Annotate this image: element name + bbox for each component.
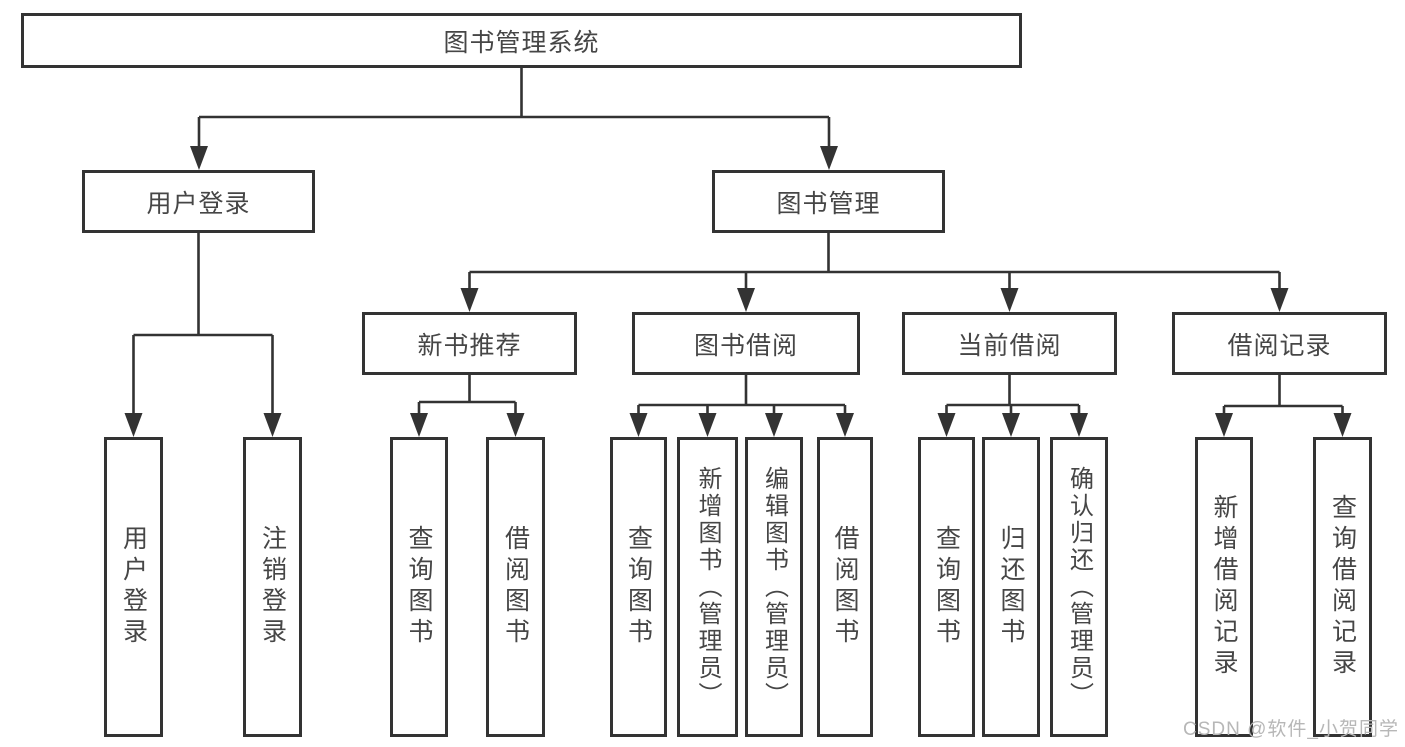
leaf-query-borrow-record: 查询借阅记录	[1313, 437, 1372, 737]
leaf-label: 用户登录	[119, 525, 148, 649]
arrowhead-borrow-books-2	[836, 413, 854, 437]
leaf-label: 注销登录	[258, 525, 287, 649]
leaf-label: 新增图书（管理员）	[694, 465, 721, 709]
node-label: 图书借阅	[693, 331, 798, 360]
leaf-query-books-recommend: 查询图书	[390, 437, 448, 737]
connector-line	[468, 233, 1281, 292]
arrowhead-add-borrow-record	[1215, 413, 1233, 437]
node-root-system: 图书管理系统	[21, 13, 1022, 68]
leaf-label: 借阅图书	[831, 525, 859, 649]
leaf-label: 归还图书	[997, 525, 1025, 649]
arrowhead-user-login-branch	[190, 146, 208, 170]
node-current-borrow: 当前借阅	[902, 312, 1117, 375]
leaf-return-books: 归还图书	[982, 437, 1040, 737]
csdn-watermark: CSDN @软件_小贺同学	[1183, 719, 1399, 740]
leaf-borrow-books: 借阅图书	[817, 437, 873, 737]
arrowhead-query-books-3	[937, 413, 956, 437]
arrowhead-borrow-records	[1270, 288, 1289, 312]
leaf-confirm-return-admin: 确认归还（管理员）	[1050, 437, 1108, 737]
node-user-login: 用户登录	[82, 170, 315, 233]
arrowhead-borrow-books-1	[506, 413, 525, 437]
connector-line	[417, 375, 517, 416]
node-book-management: 图书管理	[712, 170, 945, 233]
connector-book-management-to-level3	[460, 233, 1289, 312]
arrowhead-query-borrow-record	[1333, 413, 1352, 437]
leaf-label: 查询图书	[405, 525, 433, 649]
arrowhead-return-books	[1002, 413, 1020, 437]
leaf-user-login: 用户登录	[104, 437, 163, 737]
arrowhead-user-login-leaf	[124, 413, 143, 437]
leaf-add-books-admin: 新增图书（管理员）	[677, 437, 738, 737]
connector-root-to-level2	[190, 68, 838, 170]
arrowhead-book-borrow	[737, 288, 755, 312]
arrowhead-edit-books	[765, 413, 783, 437]
connector-book-borrow-to-children	[629, 375, 854, 437]
node-new-book-recommend: 新书推荐	[362, 312, 577, 375]
leaf-label: 确认归还（管理员）	[1065, 465, 1093, 709]
connector-user-login-to-children	[124, 233, 282, 437]
node-label: 新书推荐	[417, 331, 522, 360]
leaf-add-borrow-record: 新增借阅记录	[1195, 437, 1253, 737]
leaf-borrow-books-recommend: 借阅图书	[486, 437, 545, 737]
node-label: 图书管理	[776, 189, 881, 218]
node-book-borrow: 图书借阅	[632, 312, 860, 375]
connector-line	[197, 68, 831, 150]
leaf-logout: 注销登录	[243, 437, 302, 737]
arrowhead-query-books-2	[629, 413, 648, 437]
connector-current-borrow-to-children	[937, 375, 1088, 437]
connector-line	[637, 375, 847, 416]
leaf-query-books-borrow: 查询图书	[610, 437, 667, 737]
connector-line	[1222, 375, 1344, 416]
leaf-label: 新增借阅记录	[1210, 494, 1238, 680]
arrowhead-query-books-1	[410, 413, 428, 437]
node-label: 用户登录	[146, 189, 251, 218]
arrowhead-new-book-recommend	[460, 288, 479, 312]
leaf-edit-books-admin: 编辑图书（管理员）	[745, 437, 803, 737]
arrowhead-confirm-return	[1070, 413, 1088, 437]
connector-line	[945, 375, 1081, 416]
arrowhead-add-books	[698, 413, 717, 437]
arrowhead-current-borrow	[1000, 288, 1019, 312]
connector-borrow-records-to-children	[1215, 375, 1352, 437]
leaf-label: 借阅图书	[501, 525, 530, 649]
node-label: 当前借阅	[957, 331, 1062, 360]
arrowhead-book-management-branch	[820, 146, 838, 170]
node-label: 图书管理系统	[443, 28, 600, 57]
connector-line	[132, 233, 274, 416]
leaf-label: 查询图书	[932, 525, 961, 649]
node-borrow-records: 借阅记录	[1172, 312, 1387, 375]
connector-new-book-recommend-to-children	[410, 375, 525, 437]
leaf-label: 查询借阅记录	[1328, 494, 1357, 680]
leaf-label: 编辑图书（管理员）	[760, 465, 788, 709]
node-label: 借阅记录	[1227, 331, 1332, 360]
leaf-query-books-current: 查询图书	[918, 437, 975, 737]
leaf-label: 查询图书	[624, 525, 653, 649]
arrowhead-logout-leaf	[263, 413, 282, 437]
